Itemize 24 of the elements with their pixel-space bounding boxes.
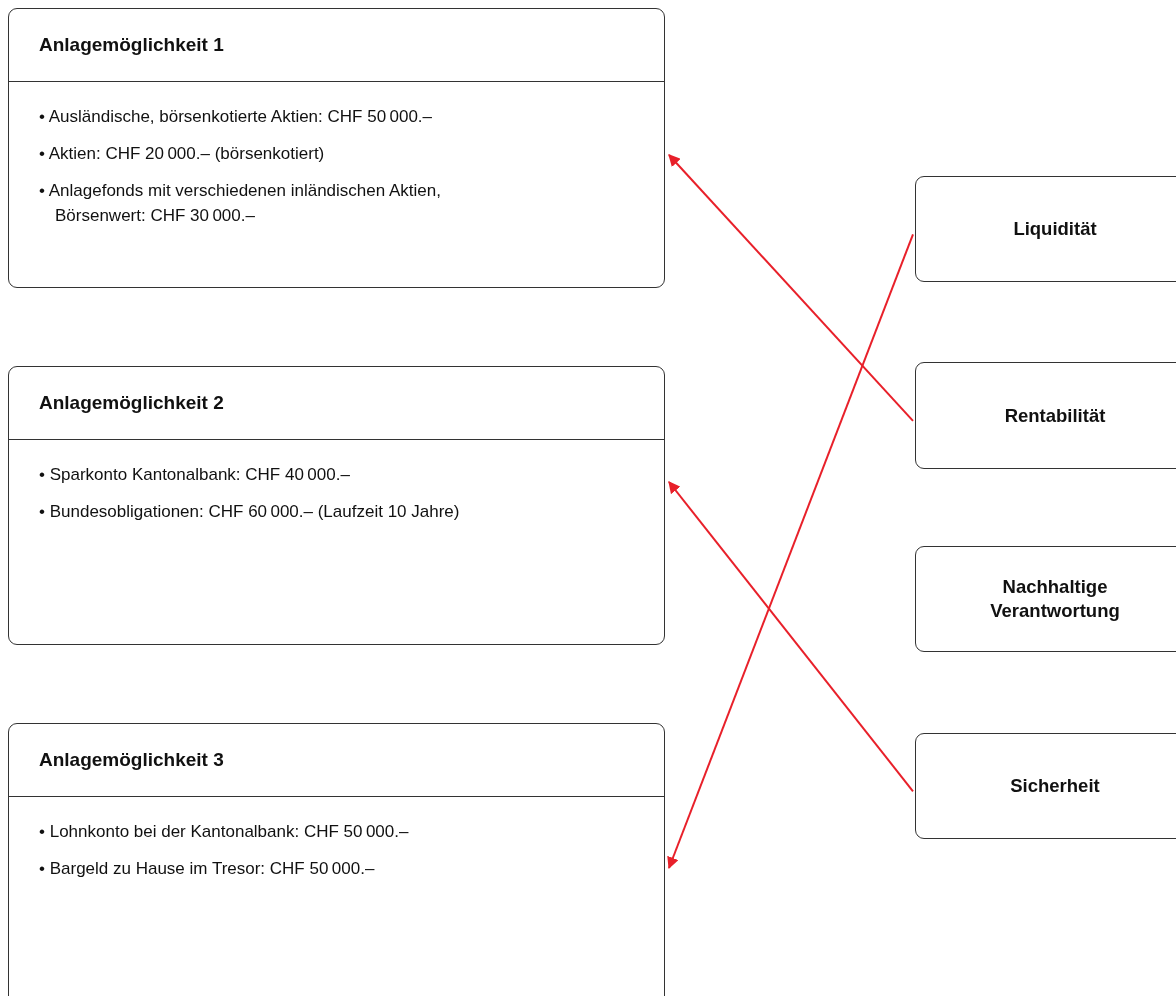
arrow [668, 481, 914, 793]
criterion-label: Liquidität [1013, 217, 1097, 241]
bullet-item: • Bargeld zu Hause im Tresor: CHF 50 000.– [39, 858, 376, 880]
bullet-item: • Lohnkonto bei der Kantonalbank: CHF 50 000.– [39, 821, 410, 843]
criterion-box [915, 733, 1176, 839]
card-heading: Anlagemöglichkeit 3 [9, 724, 664, 797]
card-heading: Anlagemöglichkeit 2 [9, 367, 664, 440]
criterion-box [915, 176, 1176, 282]
bullet-item: • Ausländische, börsenkotierte Aktien: CHF 50 000.– [39, 106, 434, 128]
criterion-label: Nachhaltige Verantwortung [989, 575, 1121, 623]
criterion-label: Rentabilität [1004, 403, 1106, 428]
bullet-item: • Aktien: CHF 20 000.– (börsenkotiert) [39, 143, 326, 165]
criterion-box [915, 362, 1176, 469]
bullet-item: • Bundesobligationen: CHF 60 000.– (Laufzeit 10 Jahre) [39, 501, 461, 523]
bullet-item: • Anlagefonds mit verschiedenen inländischen Aktien, Börsenwert: CHF 30 000.– [39, 180, 442, 227]
investment-card [8, 8, 665, 288]
investment-card [8, 723, 665, 996]
card-heading: Anlagemöglichkeit 1 [9, 9, 664, 82]
bullet-item: • Sparkonto Kantonalbank: CHF 40 000.– [39, 464, 351, 486]
arrow [668, 154, 914, 422]
arrow [667, 233, 914, 870]
criterion-label: Sicherheit [1010, 774, 1100, 798]
criterion-box [915, 546, 1176, 652]
investment-card [8, 366, 665, 645]
